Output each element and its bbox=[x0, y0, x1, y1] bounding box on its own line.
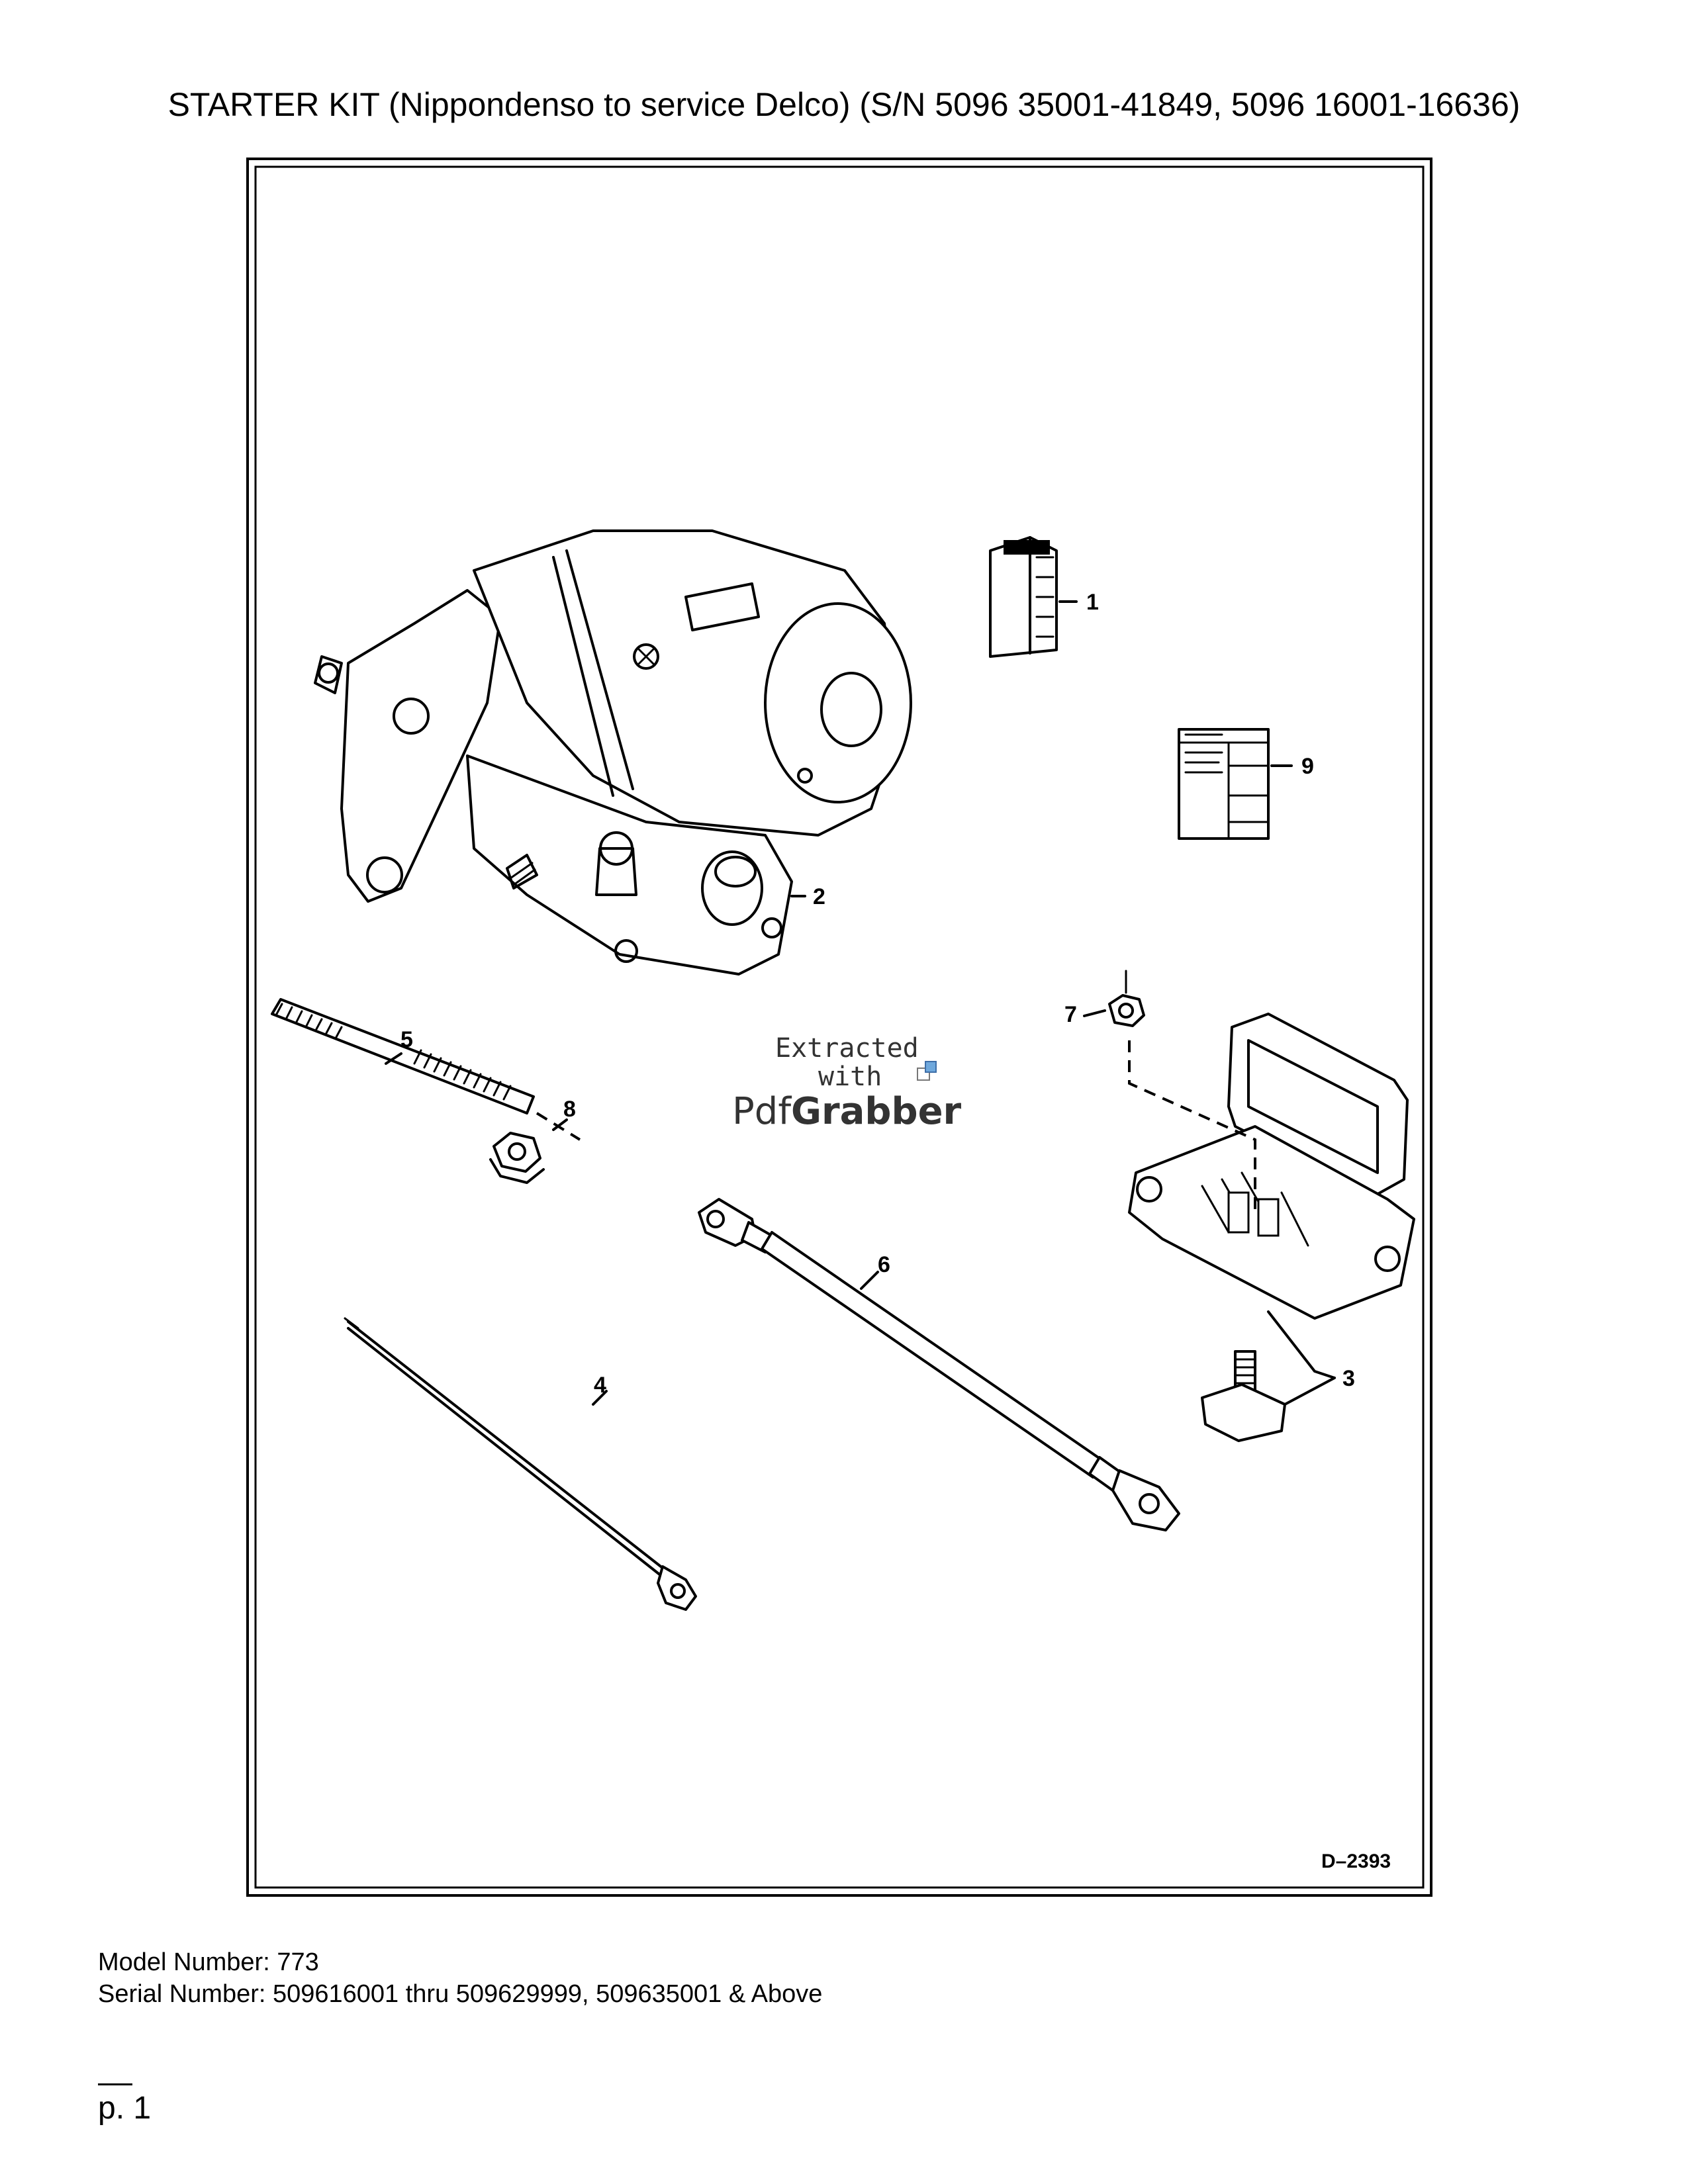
watermark-brand-pdf: Pdf bbox=[732, 1090, 792, 1133]
part-1-block bbox=[989, 536, 1058, 658]
watermark-brand-grabber: Grabber bbox=[791, 1090, 962, 1133]
callout-4: 4 bbox=[594, 1373, 606, 1398]
leader-lines bbox=[385, 600, 1336, 1406]
callout-1: 1 bbox=[1086, 590, 1099, 615]
part-6-battery-cable bbox=[698, 1198, 1180, 1531]
inner-frame bbox=[254, 165, 1425, 1889]
callout-8: 8 bbox=[563, 1097, 576, 1122]
part-4-wire bbox=[344, 1317, 697, 1611]
model-number: Model Number: 773 bbox=[98, 1948, 319, 1976]
watermark-line-2: with bbox=[818, 1062, 882, 1092]
part-7-nut bbox=[1108, 970, 1145, 1027]
callout-9: 9 bbox=[1301, 754, 1314, 779]
starter-motor bbox=[314, 529, 912, 976]
part-3-relay-box bbox=[1128, 1013, 1415, 1442]
exploded-parts-diagram: 1 2 3 4 5 6 7 8 9 Extracted with PdfGrab… bbox=[246, 158, 1432, 1897]
part-9-instruction-sheet bbox=[1178, 728, 1270, 840]
pdfgrabber-watermark: Extracted with PdfGrabber bbox=[732, 1033, 962, 1133]
part-5-threaded-stud bbox=[271, 998, 581, 1141]
callout-6: 6 bbox=[878, 1252, 890, 1277]
drawing-id: D–2393 bbox=[1321, 1850, 1391, 1872]
part-8-flange-nut bbox=[489, 1132, 545, 1184]
page-title: STARTER KIT (Nippondenso to service Delc… bbox=[167, 86, 1521, 123]
diagram-canvas: 1 2 3 4 5 6 7 8 9 Extracted with PdfGrab… bbox=[254, 165, 1425, 1889]
callout-3: 3 bbox=[1342, 1366, 1355, 1391]
serial-number: Serial Number: 509616001 thru 509629999,… bbox=[98, 1980, 823, 2008]
pdfgrabber-logo-icon bbox=[917, 1061, 937, 1081]
watermark-brand: PdfGrabber bbox=[732, 1090, 962, 1133]
callout-5: 5 bbox=[400, 1027, 413, 1052]
page-number: p. 1 bbox=[98, 2091, 152, 2126]
callout-7: 7 bbox=[1064, 1002, 1077, 1027]
page-number-rule bbox=[98, 2083, 132, 2085]
callout-2: 2 bbox=[813, 884, 825, 909]
watermark-line-1: Extracted bbox=[775, 1033, 919, 1064]
